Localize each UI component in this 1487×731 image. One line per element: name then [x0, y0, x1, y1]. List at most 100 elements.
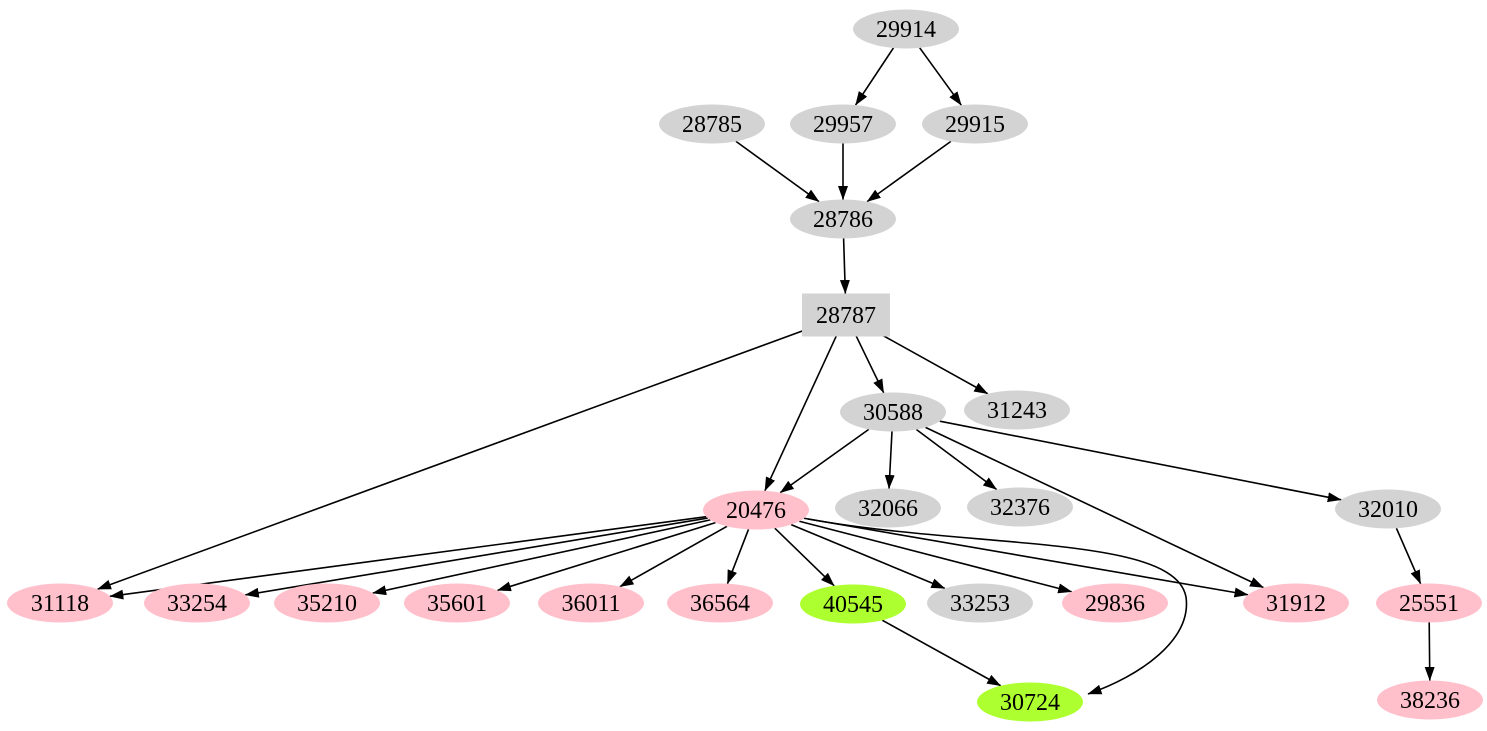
edge-30588-20476: [779, 428, 870, 494]
node-shape-29914: [853, 9, 959, 49]
edge-28786-28787: [839, 238, 850, 295]
node-30588: 30588: [840, 392, 946, 432]
node-32066: 32066: [835, 488, 941, 528]
node-shape-25551: [1376, 583, 1482, 623]
node-shape-33253: [927, 583, 1033, 623]
node-33254: 33254: [144, 583, 250, 623]
node-31243: 31243: [964, 390, 1070, 430]
node-shape-31118: [7, 583, 113, 623]
edge-40545-30724: [881, 619, 1002, 687]
edge-30588-32010: [939, 420, 1342, 503]
node-32376: 32376: [967, 487, 1073, 527]
node-shape-30588: [840, 392, 946, 432]
node-36011: 36011: [538, 583, 644, 623]
edge-20476-36564: [726, 529, 750, 585]
node-30724: 30724: [977, 682, 1083, 722]
node-25551: 25551: [1376, 583, 1482, 623]
node-label-31243: 31243: [987, 398, 1047, 424]
node-shape-31912: [1243, 583, 1349, 623]
node-28785: 28785: [659, 104, 765, 144]
node-shape-30724: [977, 682, 1083, 722]
node-label-30588: 30588: [863, 400, 923, 426]
node-label-31118: 31118: [31, 591, 89, 617]
node-40545: 40545: [800, 584, 906, 624]
node-shape-29957: [790, 104, 896, 144]
node-label-36011: 36011: [561, 591, 620, 617]
node-32010: 32010: [1335, 489, 1441, 529]
node-shape-35210: [274, 583, 380, 623]
edge-30588-31912: [925, 426, 1264, 589]
node-29915: 29915: [922, 104, 1028, 144]
edge-20476-35601: [496, 521, 716, 592]
node-label-29915: 29915: [945, 112, 1005, 138]
edge-20476-31912: [803, 517, 1249, 598]
edge-25551-38236: [1424, 622, 1435, 681]
node-shape-33254: [144, 583, 250, 623]
node-shape-28787: [802, 293, 890, 337]
node-label-28787: 28787: [816, 303, 876, 329]
node-29914: 29914: [853, 9, 959, 49]
node-33253: 33253: [927, 583, 1033, 623]
node-label-35601: 35601: [427, 591, 487, 617]
edge-28787-31118: [97, 327, 812, 590]
edge-28787-30588: [855, 335, 885, 394]
node-shape-31243: [964, 390, 1070, 430]
edge-20476-33254: [244, 517, 708, 598]
node-label-25551: 25551: [1399, 591, 1459, 617]
node-shape-32066: [835, 488, 941, 528]
node-31118: 31118: [7, 583, 113, 623]
node-label-28786: 28786: [813, 207, 873, 233]
node-label-33254: 33254: [167, 591, 227, 617]
edge-20476-31118: [109, 515, 707, 600]
edge-32010-25551: [1395, 527, 1422, 585]
edge-29914-29915: [919, 47, 962, 106]
node-28787: 28787: [802, 293, 890, 337]
node-31912: 31912: [1243, 583, 1349, 623]
node-shape-29915: [922, 104, 1028, 144]
node-shape-32376: [967, 487, 1073, 527]
node-shape-28786: [790, 199, 896, 239]
node-label-20476: 20476: [726, 498, 786, 524]
node-35601: 35601: [404, 583, 510, 623]
node-label-38236: 38236: [1400, 688, 1460, 714]
node-label-33253: 33253: [950, 591, 1010, 617]
node-shape-20476: [703, 490, 809, 530]
node-label-32066: 32066: [858, 496, 918, 522]
edge-20476-30724: [807, 518, 1188, 695]
node-35210: 35210: [274, 583, 380, 623]
node-shape-28785: [659, 104, 765, 144]
node-shape-38236: [1377, 680, 1483, 720]
node-label-32010: 32010: [1358, 497, 1418, 523]
edge-28785-28786: [735, 140, 820, 203]
node-36564: 36564: [667, 583, 773, 623]
edges-layer: [97, 47, 1435, 695]
edge-29915-28786: [866, 140, 952, 203]
node-20476: 20476: [703, 490, 809, 530]
node-29836: 29836: [1062, 583, 1168, 623]
node-shape-35601: [404, 583, 510, 623]
node-label-29957: 29957: [813, 112, 873, 138]
node-label-36564: 36564: [690, 591, 750, 617]
node-shape-36564: [667, 583, 773, 623]
node-label-35210: 35210: [297, 591, 357, 617]
edge-28787-31243: [874, 330, 989, 395]
node-38236: 38236: [1377, 680, 1483, 720]
edge-20476-29836: [799, 520, 1073, 594]
edge-20476-33253: [790, 523, 946, 590]
edge-29914-29957: [854, 47, 895, 106]
node-28786: 28786: [790, 199, 896, 239]
node-29957: 29957: [790, 104, 896, 144]
node-label-31912: 31912: [1266, 591, 1326, 617]
edge-28787-20476: [764, 335, 838, 492]
edge-30588-32066: [884, 431, 895, 490]
edge-30588-32376: [915, 428, 998, 491]
node-shape-36011: [538, 583, 644, 623]
nodes-layer: 29914 28785 29957 29915 28786 28787 30588 31243…: [7, 9, 1483, 722]
node-shape-32010: [1335, 489, 1441, 529]
node-shape-29836: [1062, 583, 1168, 623]
node-label-28785: 28785: [682, 112, 742, 138]
node-shape-40545: [800, 584, 906, 624]
node-label-32376: 32376: [990, 495, 1050, 521]
